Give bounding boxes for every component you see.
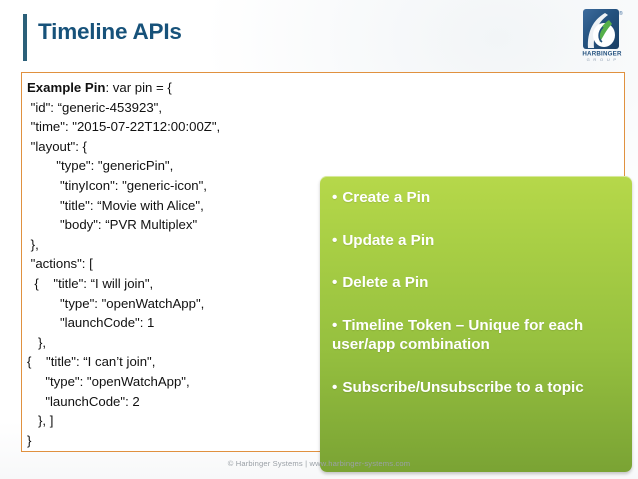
- capability-bullet-label: Subscribe/Unsubscribe to a topic: [342, 378, 584, 396]
- capability-bullet-label: Update a Pin: [342, 231, 435, 249]
- capability-bullet-label: Delete a Pin: [342, 274, 429, 291]
- code-line: },: [27, 236, 39, 252]
- title-accent-bar: [23, 14, 27, 61]
- code-line: "tinyIcon": "generic-icon",: [27, 177, 207, 193]
- content-box: Example Pin: var pin = { "id": “generic-…: [21, 72, 632, 472]
- code-line: "type": "genericPin",: [27, 158, 174, 174]
- code-line: },: [27, 334, 47, 350]
- code-listing: Example Pin: var pin = { "id": “generic-…: [27, 78, 317, 450]
- svg-text:G R O U P: G R O U P: [587, 57, 618, 62]
- code-line: "type": "openWatchApp",: [27, 295, 205, 311]
- code-line: }, ]: [27, 413, 54, 429]
- bullet-dot-icon: •: [332, 231, 338, 249]
- code-line: "actions": [: [27, 256, 93, 272]
- code-line: { "title": “I can’t join",: [27, 354, 156, 370]
- code-line: { "title": “I will join",: [27, 275, 154, 291]
- code-line-label: Example Pin: [27, 80, 106, 95]
- code-line: "type": "openWatchApp",: [27, 373, 190, 389]
- code-line: "launchCode": 2: [27, 393, 140, 409]
- slide-header: Timeline APIs ® HARBINGER G R O U P: [0, 0, 638, 72]
- code-line: "layout": {: [27, 138, 87, 154]
- footer-copyright: © Harbinger Systems | www.harbinger-syst…: [227, 459, 411, 468]
- bullet-dot-icon: •: [332, 378, 338, 396]
- capability-bullet-label: Create a Pin: [342, 189, 431, 206]
- bullet-dot-icon: •: [332, 316, 338, 334]
- code-line: Example Pin: var pin = {: [27, 80, 172, 95]
- capability-bullet-label: Timeline Token – Unique for each user/ap…: [332, 316, 584, 354]
- page-title: Timeline APIs: [38, 19, 182, 44]
- svg-text:HARBINGER: HARBINGER: [582, 51, 622, 58]
- code-line: "launchCode": 1: [27, 315, 155, 331]
- capability-bullet: •Create a Pin: [332, 188, 618, 208]
- svg-text:®: ®: [619, 10, 623, 17]
- bullet-dot-icon: •: [332, 189, 338, 206]
- code-line: }: [27, 432, 32, 448]
- code-line: "id": “generic-453923",: [27, 99, 163, 115]
- capability-bullet: •Update a Pin: [332, 231, 618, 251]
- code-line: "time": "2015-07-22T12:00:00Z",: [27, 119, 221, 135]
- slide-footer: © Harbinger Systems | www.harbinger-syst…: [0, 455, 638, 479]
- harbinger-group-logo: ® HARBINGER G R O U P: [579, 8, 625, 63]
- api-capabilities-panel: •Create a Pin•Update a Pin•Delete a Pin•…: [320, 176, 632, 472]
- code-line: "body": “PVR Multiplex": [27, 217, 198, 233]
- code-line: "title": “Movie with Alice",: [27, 197, 204, 213]
- capability-bullet: •Delete a Pin: [332, 273, 618, 293]
- bullet-dot-icon: •: [332, 274, 338, 291]
- capability-bullet: •Subscribe/Unsubscribe to a topic: [332, 378, 618, 398]
- capability-bullet: •Timeline Token – Unique for each user/a…: [332, 316, 618, 355]
